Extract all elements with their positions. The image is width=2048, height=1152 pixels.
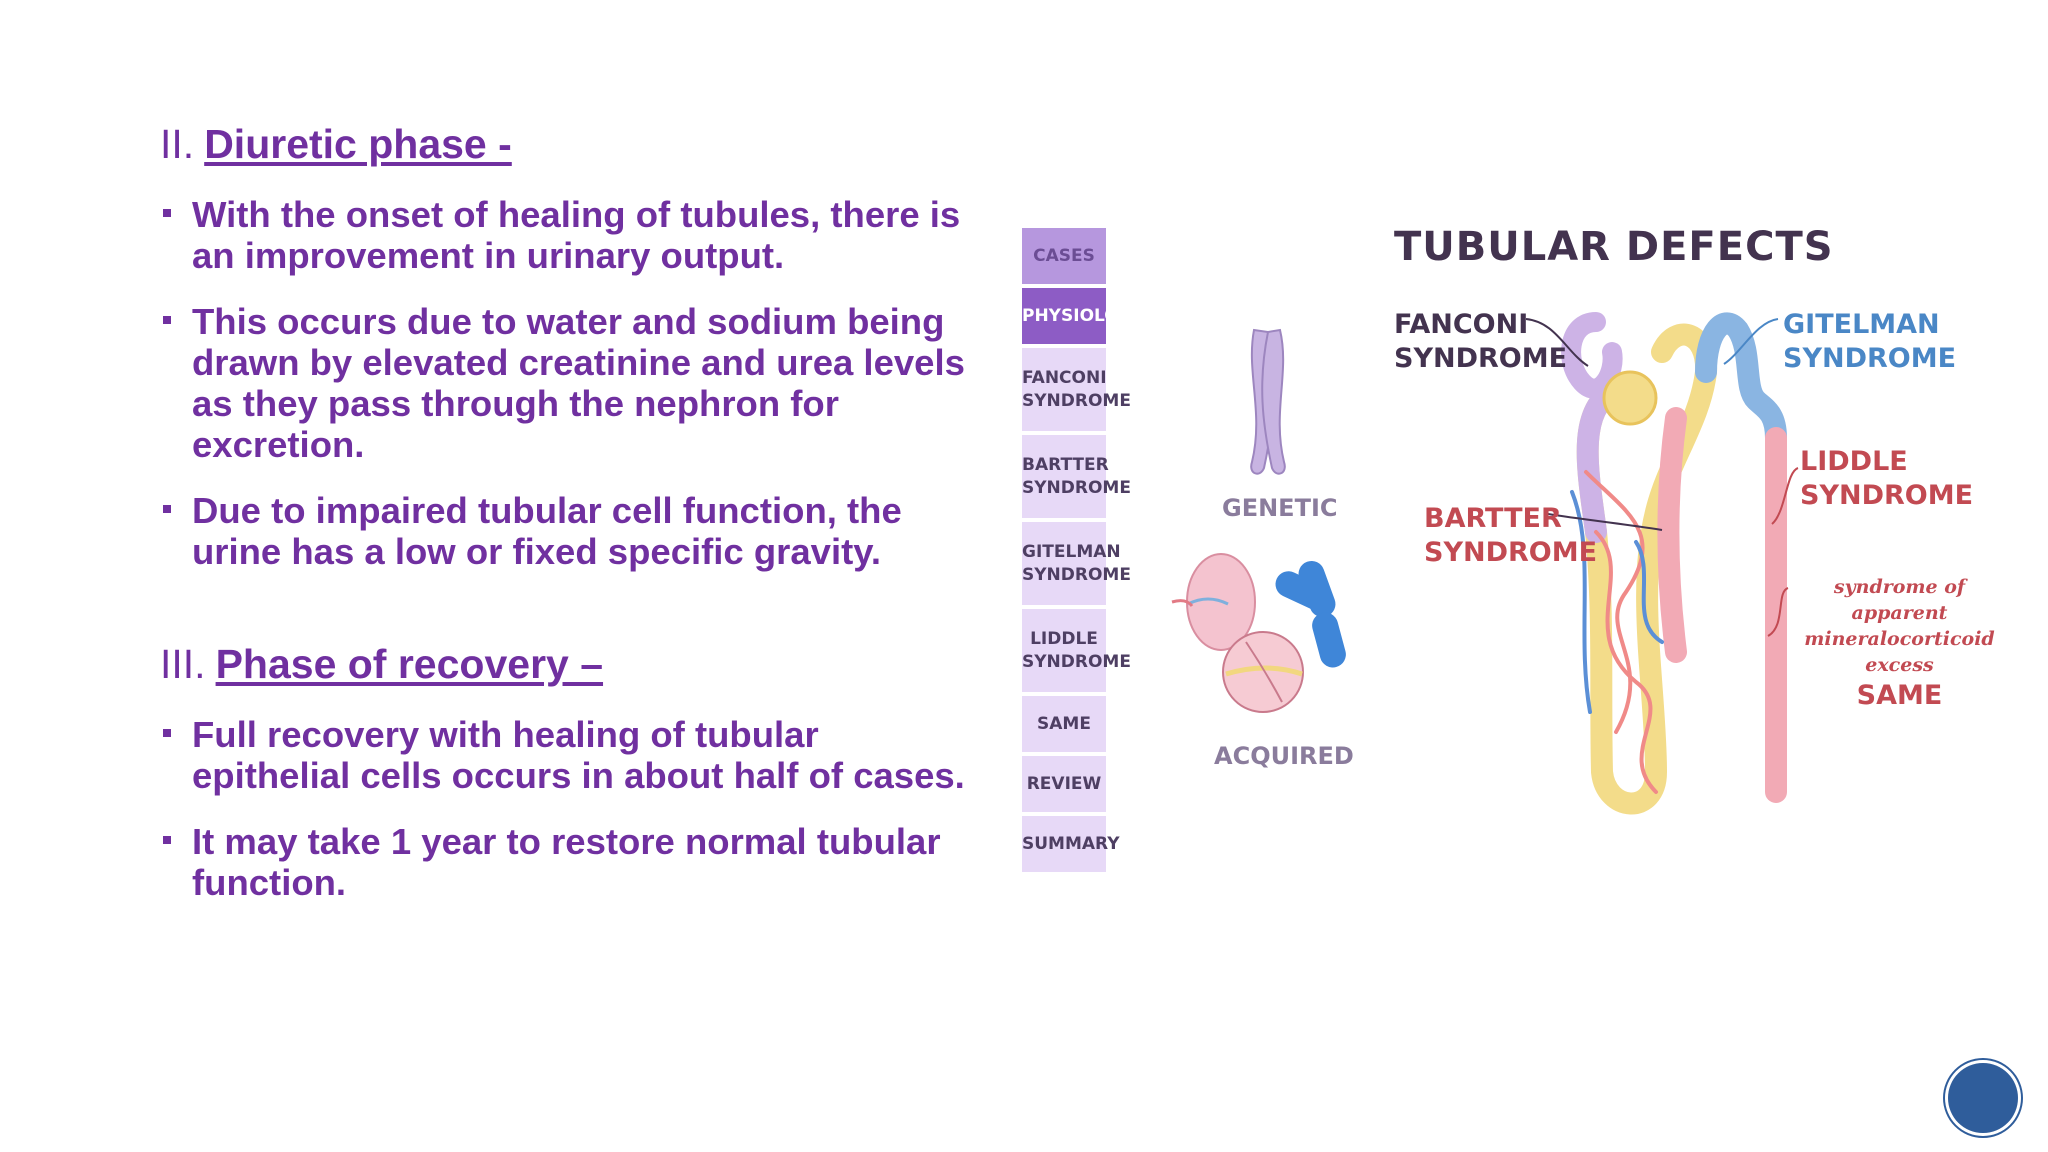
section-heading-diuretic: II. Diuretic phase - bbox=[160, 120, 980, 169]
label-line: syndrome of apparent bbox=[1833, 576, 1966, 624]
bullet-item: Full recovery with healing of tubular ep… bbox=[160, 714, 980, 796]
bullet-square-icon bbox=[163, 316, 171, 325]
label-line: LIDDLE bbox=[1800, 446, 1908, 477]
menu-item-label: SYNDROME bbox=[1022, 390, 1131, 411]
menu-item-physiology[interactable]: PHYSIOLOGY bbox=[1020, 286, 1145, 346]
label-line: GITELMAN bbox=[1783, 309, 1940, 340]
label-line: SAME bbox=[1856, 680, 1943, 711]
nephron-icon bbox=[1561, 312, 1787, 815]
bullet-square-icon bbox=[163, 836, 171, 845]
figure-title: TUBULAR DEFECTS bbox=[1394, 224, 1834, 270]
menu-item-label: LIDDLE bbox=[1030, 628, 1098, 649]
label-line: SYNDROME bbox=[1424, 537, 1598, 568]
label-line: mineralocorticoid excess bbox=[1804, 628, 1995, 676]
menu-item-label: CASES bbox=[1033, 245, 1095, 266]
bullet-item: With the onset of healing of tubules, th… bbox=[160, 194, 980, 276]
menu-item-label: SYNDROME bbox=[1022, 564, 1131, 585]
menu-item-label: GITELMAN bbox=[1022, 541, 1121, 562]
figure-illustration bbox=[1171, 312, 1799, 815]
menu-item-same[interactable]: SAME bbox=[1020, 694, 1108, 754]
bullet-item: Due to impaired tubular cell function, t… bbox=[160, 490, 980, 572]
menu-item-summary[interactable]: SUMMARY bbox=[1020, 814, 1120, 874]
bullet-square-icon bbox=[163, 729, 171, 738]
bullet-text: Due to impaired tubular cell function, t… bbox=[192, 490, 902, 573]
menu-item-label: SUMMARY bbox=[1022, 833, 1120, 854]
menu-item-label: PHYSIOLOGY bbox=[1022, 305, 1145, 326]
leader-lines bbox=[1525, 318, 1799, 637]
fanconi-label: FANCONI SYNDROME bbox=[1394, 308, 1567, 376]
section-title: Diuretic phase - bbox=[204, 121, 512, 167]
genetic-label: GENETIC bbox=[1222, 494, 1338, 522]
menu-item-label: SAME bbox=[1037, 713, 1091, 734]
section-title: Phase of recovery – bbox=[215, 641, 604, 688]
acquired-label: ACQUIRED bbox=[1214, 742, 1354, 770]
label-line: FANCONI bbox=[1394, 309, 1529, 340]
bartter-label: BARTTER SYNDROME bbox=[1424, 502, 1597, 570]
label-line: SYNDROME bbox=[1394, 343, 1568, 374]
section-heading-recovery: III. Phase of recovery – bbox=[160, 640, 980, 689]
section-numeral: III. bbox=[160, 641, 206, 688]
slide-text: II. Diuretic phase - With the onset of h… bbox=[160, 120, 980, 903]
menu-item-label: SYNDROME bbox=[1022, 651, 1131, 672]
section-numeral: II. bbox=[160, 121, 195, 167]
kidney-pills-icon bbox=[1171, 553, 1346, 713]
bullet-text: This occurs due to water and sodium bein… bbox=[192, 301, 965, 466]
bullet-list: With the onset of healing of tubules, th… bbox=[160, 194, 980, 572]
bullet-list: Full recovery with healing of tubular ep… bbox=[160, 714, 980, 903]
bullet-text: With the onset of healing of tubules, th… bbox=[192, 194, 961, 277]
liddle-label: LIDDLE SYNDROME bbox=[1800, 445, 1973, 513]
gitelman-label: GITELMAN SYNDROME bbox=[1783, 308, 1956, 376]
menu-item-label: BARTTER bbox=[1022, 454, 1109, 475]
bullet-item: It may take 1 year to restore normal tub… bbox=[160, 821, 980, 903]
menu-item-label: SYNDROME bbox=[1022, 477, 1131, 498]
label-line: SYNDROME bbox=[1783, 343, 1957, 374]
menu-item-label: FANCONI bbox=[1022, 367, 1107, 388]
label-line: BARTTER bbox=[1424, 503, 1562, 534]
menu-item-cases[interactable]: CASES bbox=[1020, 226, 1108, 286]
bullet-square-icon bbox=[163, 505, 171, 514]
bullet-item: This occurs due to water and sodium bein… bbox=[160, 301, 980, 465]
slide-nav-button[interactable] bbox=[1948, 1063, 2018, 1133]
menu-item-review[interactable]: REVIEW bbox=[1020, 754, 1108, 814]
bullet-square-icon bbox=[163, 209, 171, 218]
bullet-text: Full recovery with healing of tubular ep… bbox=[192, 714, 965, 797]
same-label: syndrome of apparent mineralocorticoid e… bbox=[1793, 574, 2006, 714]
chromosome-icon bbox=[1250, 328, 1286, 475]
bullet-text: It may take 1 year to restore normal tub… bbox=[192, 821, 941, 904]
menu-item-label: REVIEW bbox=[1026, 773, 1102, 794]
label-line: SYNDROME bbox=[1800, 480, 1974, 511]
